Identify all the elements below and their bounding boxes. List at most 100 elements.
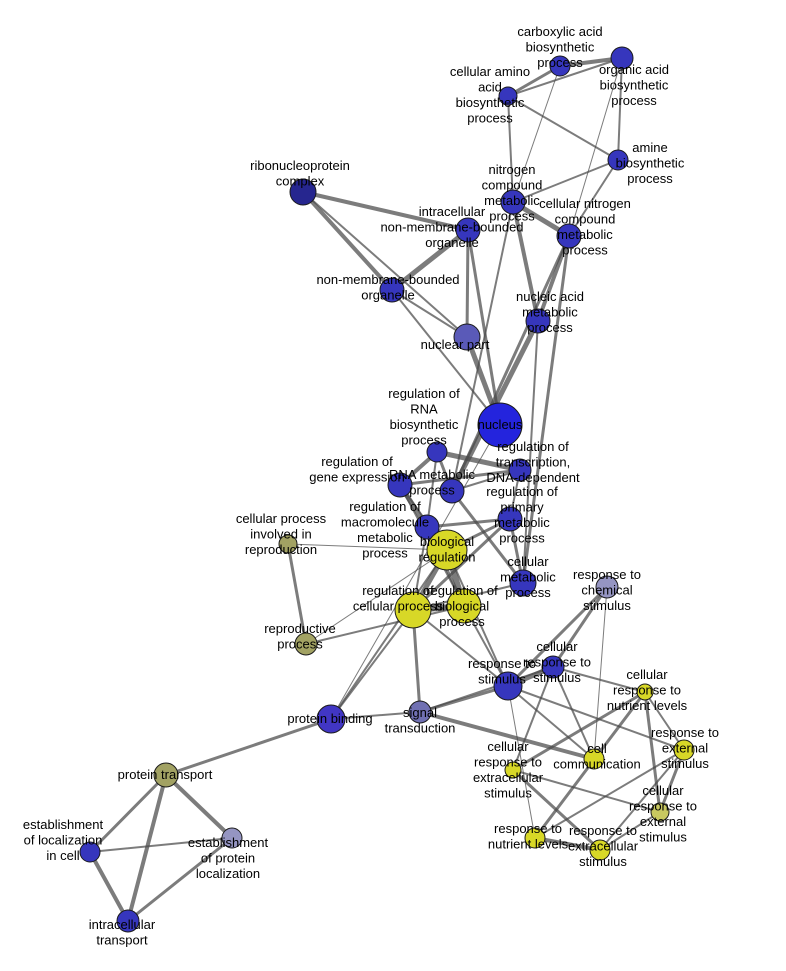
node-resp_chemical[interactable] — [595, 575, 619, 599]
node-cellular_resp_external[interactable] — [650, 802, 670, 822]
edge-nucleic--cellular_metabolic[interactable] — [522, 320, 539, 584]
node-reproductive[interactable] — [294, 632, 318, 656]
node-intracellular_org[interactable] — [455, 217, 481, 243]
node-reg_cellular[interactable] — [394, 591, 432, 629]
edge-protein_binding--protein_transport[interactable] — [164, 717, 333, 777]
edge-protein_binding--signal_transduction[interactable] — [330, 711, 421, 720]
node-intra_transport[interactable] — [116, 909, 140, 933]
edge-organic--cellular_nitrogen[interactable] — [568, 57, 623, 237]
edge-response_stimulus--cell_comm[interactable] — [507, 685, 595, 760]
edge-non_membrane_org--nucleus[interactable] — [391, 289, 501, 426]
node-protein_transport[interactable] — [153, 762, 179, 788]
edge-intracellular_org--nucleus[interactable] — [466, 228, 502, 427]
edge-reg_primary--reg_cellular[interactable] — [411, 517, 512, 612]
edge-cellular_amino--amine[interactable] — [507, 95, 619, 161]
node-response_stimulus[interactable] — [493, 671, 523, 701]
edge-est_loc_cell--est_prot_loc[interactable] — [89, 837, 233, 853]
node-carboxylic[interactable] — [549, 55, 571, 77]
node-nucleic[interactable] — [525, 308, 551, 334]
node-cellular_resp_extracell[interactable] — [504, 761, 522, 779]
edge-cellular_resp_nutrient--cellular_resp_external[interactable] — [643, 690, 662, 814]
node-est_loc_cell[interactable] — [79, 841, 101, 863]
edge-intracellular_org--non_membrane_org[interactable] — [389, 227, 471, 293]
edge-non_membrane_org--nuclear_part[interactable] — [391, 289, 468, 338]
edge-biological_reg--response_stimulus[interactable] — [446, 549, 509, 687]
edge-cellular_resp_nutrient--resp_external[interactable] — [644, 691, 685, 751]
node-reg_macro[interactable] — [414, 514, 440, 540]
edge-cellular_resp_nutrient--cellular_resp_stim[interactable] — [552, 666, 646, 693]
edge-resp_external--resp_nutrient[interactable] — [534, 749, 685, 839]
node-nitrogen[interactable] — [500, 189, 526, 215]
node-cellular_resp_nutrient[interactable] — [636, 683, 654, 701]
edge-cellular_amino--nitrogen[interactable] — [507, 95, 514, 203]
edge-resp_nutrient--response_stimulus[interactable] — [507, 685, 536, 839]
edge-resp_chemical--cell_comm[interactable] — [593, 586, 608, 760]
edge-reg_rna--reg_transcription[interactable] — [434, 449, 523, 473]
node-cellular_metabolic[interactable] — [509, 569, 537, 597]
edge-amine--cellular_nitrogen[interactable] — [568, 159, 619, 237]
edge-organic--cellular_amino[interactable] — [507, 57, 623, 97]
edge-cellular_resp_stim--resp_chemical[interactable] — [551, 585, 609, 669]
edge-reproductive--biological_reg[interactable] — [305, 549, 448, 645]
edge-reg_macro--reg_primary[interactable] — [425, 517, 512, 529]
edge-ribonucleoprotein--nuclear_part[interactable] — [302, 191, 468, 338]
edge-cell_comm--cellular_resp_stim[interactable] — [552, 666, 595, 760]
node-cell_comm[interactable] — [583, 748, 605, 770]
node-signal_transduction[interactable] — [408, 700, 432, 724]
edge-protein_transport--est_prot_loc[interactable] — [164, 773, 234, 840]
edge-resp_external--cellular_resp_external[interactable] — [658, 748, 686, 814]
edge-cellular_resp_extracell--cellular_resp_external[interactable] — [512, 769, 661, 813]
edge-est_loc_cell--intra_transport[interactable] — [88, 850, 130, 923]
edge-resp_nutrient--resp_extracell[interactable] — [533, 836, 602, 852]
edge-reg_cellular--response_stimulus[interactable] — [412, 609, 509, 687]
edge-reg_rna--reg_macro[interactable] — [426, 451, 438, 528]
edge-cellular_resp_extracell--resp_extracell[interactable] — [511, 768, 602, 852]
edge-cell_proc_repro--reproductive[interactable] — [286, 542, 308, 646]
edge-est_prot_loc--intra_transport[interactable] — [126, 836, 234, 923]
edge-amine--nitrogen[interactable] — [512, 159, 619, 203]
node-biological_reg[interactable] — [426, 529, 468, 571]
node-reg_rna[interactable] — [426, 441, 448, 463]
node-protein_binding[interactable] — [316, 704, 346, 734]
edge-ribonucleoprotein--intracellular_org[interactable] — [301, 190, 470, 232]
edge-cellular_resp_nutrient--cellular_resp_extracell[interactable] — [511, 690, 647, 772]
node-organic[interactable] — [610, 46, 634, 70]
edge-response_stimulus--resp_chemical[interactable] — [506, 585, 609, 688]
edge-protein_transport--intra_transport[interactable] — [126, 773, 168, 923]
edge-resp_external--resp_extracell[interactable] — [599, 749, 685, 851]
node-nucleus[interactable] — [477, 402, 523, 448]
edge-nitrogen--nucleic[interactable] — [511, 200, 540, 323]
edge-cellular_nitrogen--rna_metabolic[interactable] — [450, 234, 571, 493]
edge-cellular_nitrogen--cellular_metabolic[interactable] — [521, 234, 571, 585]
edge-cellular_resp_stim--signal_transduction[interactable] — [419, 666, 554, 713]
node-reg_biological[interactable] — [446, 588, 482, 624]
node-est_prot_loc[interactable] — [221, 827, 243, 849]
edge-resp_external--response_stimulus[interactable] — [507, 685, 685, 751]
edge-intracellular_org--nuclear_part[interactable] — [465, 228, 470, 339]
node-non_membrane_org[interactable] — [379, 277, 405, 303]
edge-organic--amine[interactable] — [617, 57, 623, 161]
edge-protein_binding--nucleus[interactable] — [330, 424, 501, 720]
edge-carboxylic--nitrogen[interactable] — [512, 65, 561, 203]
edge-signal_transduction--cell_comm[interactable] — [418, 710, 596, 761]
node-amine[interactable] — [607, 149, 629, 171]
node-rna_metabolic[interactable] — [439, 478, 465, 504]
node-cellular_resp_stim[interactable] — [541, 655, 565, 679]
node-nuclear_part[interactable] — [453, 323, 481, 351]
edge-nitrogen--rna_metabolic[interactable] — [451, 201, 514, 492]
edge-reg_transcription--reg_gene[interactable] — [398, 468, 522, 487]
node-reg_gene[interactable] — [387, 472, 413, 498]
node-resp_extracell[interactable] — [589, 839, 611, 861]
edge-rna_metabolic--cellular_metabolic[interactable] — [450, 489, 525, 585]
edge-ribonucleoprotein--non_membrane_org[interactable] — [301, 190, 394, 292]
node-resp_nutrient[interactable] — [524, 827, 546, 849]
node-reg_transcription[interactable] — [508, 458, 532, 482]
node-cellular_nitrogen[interactable] — [556, 223, 582, 249]
edge-resp_extracell--cellular_resp_external[interactable] — [599, 811, 661, 851]
node-ribonucleoprotein[interactable] — [289, 178, 317, 206]
node-reg_primary[interactable] — [497, 506, 523, 532]
node-cellular_amino[interactable] — [498, 86, 518, 106]
edge-protein_transport--est_loc_cell[interactable] — [88, 773, 168, 854]
edge-cell_proc_repro--biological_reg[interactable] — [287, 543, 448, 551]
